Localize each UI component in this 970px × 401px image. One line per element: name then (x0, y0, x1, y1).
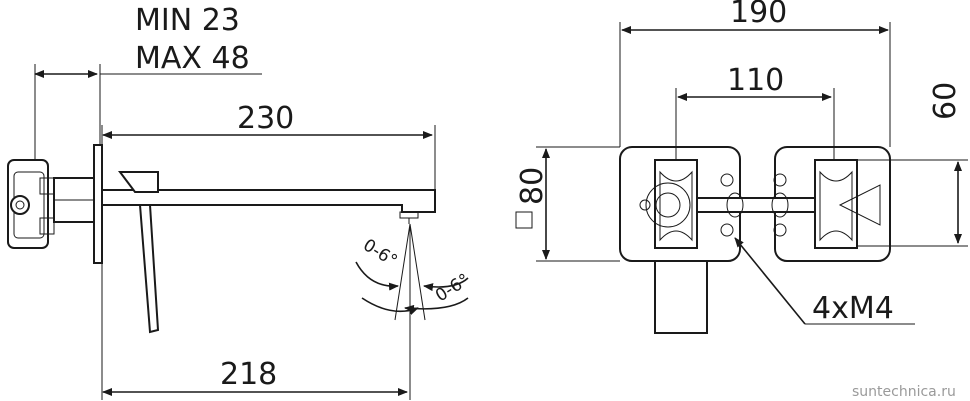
dim-60-label: 60 (928, 82, 963, 120)
front-view: 190 110 60 80 4xM4 (515, 0, 968, 334)
dim-80-label: 80 (515, 167, 550, 205)
handle-lever (118, 171, 160, 334)
dim-110-label: 110 (727, 63, 784, 98)
dim-218-label: 218 (220, 357, 277, 392)
angle-label-left: 0-6° (359, 235, 400, 271)
label-min: MIN 23 (135, 3, 240, 38)
angle-label-right: 0-6° (432, 270, 473, 306)
cover-plate (93, 144, 103, 264)
side-view: MIN 23 MAX 48 230 218 0-6° 0-6° (7, 3, 473, 400)
dim-190-label: 190 (730, 0, 787, 30)
angle-indicator: 0-6° 0-6° (355, 223, 473, 321)
dim-230-label: 230 (237, 101, 294, 136)
screws-label: 4xM4 (812, 291, 894, 326)
watermark: suntechnica.ru (852, 384, 956, 400)
label-max: MAX 48 (135, 41, 250, 76)
right-valve (773, 159, 881, 249)
square-symbol (515, 211, 533, 229)
wall-box-body (7, 159, 101, 249)
spout (101, 189, 436, 224)
